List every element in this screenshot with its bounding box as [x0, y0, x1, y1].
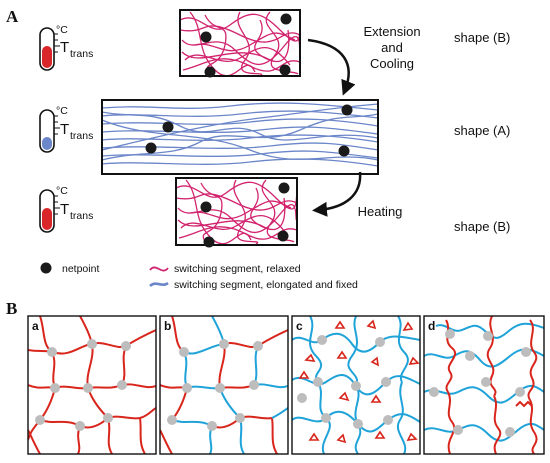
subpanel-a-label: a — [32, 319, 39, 333]
legend: netpoint switching segment, relaxed swit… — [40, 262, 358, 291]
shape-a-label: shape (A) — [454, 123, 510, 138]
panel-b-letter: B — [6, 299, 17, 318]
legend-netpoint-label: netpoint — [62, 263, 99, 275]
step-and-label: and — [381, 40, 403, 55]
step-extension-label: Extension — [363, 24, 420, 39]
unit-label: °C — [56, 24, 68, 36]
unit-label: °C — [56, 185, 68, 197]
arrow-extension-cooling — [307, 38, 356, 96]
step-cooling-label: Cooling — [370, 56, 414, 71]
subpanel-d: d — [423, 315, 545, 455]
legend-netpoint-marker — [40, 262, 52, 274]
step-heating-label: Heating — [358, 204, 403, 219]
panel-a-letter: A — [6, 7, 19, 26]
arrow-heating — [312, 171, 362, 217]
subpanel-c: c — [291, 315, 421, 455]
unit-label: °C — [56, 105, 68, 117]
subpanel-a: a — [27, 315, 157, 455]
legend-relaxed-label: switching segment, relaxed — [174, 263, 301, 275]
subpanel-b-label: b — [164, 319, 171, 333]
thermometer-hot-top: °C T trans — [39, 24, 93, 71]
legend-relaxed-swatch — [149, 266, 169, 272]
network-box-middle — [101, 99, 379, 175]
subpanel-c-label: c — [296, 319, 303, 333]
thermometer-hot-bottom: °C T trans — [39, 185, 93, 233]
network-box-bottom — [175, 177, 298, 248]
ttrans-label: T — [60, 201, 69, 218]
shape-b-bottom-label: shape (B) — [454, 219, 510, 234]
network-box-top — [179, 9, 301, 78]
ttrans-sub: trans — [70, 130, 93, 142]
shape-b-top-label: shape (B) — [454, 30, 510, 45]
ttrans-sub: trans — [70, 48, 93, 60]
ttrans-sub: trans — [70, 210, 93, 222]
subpanel-b: b — [159, 315, 289, 455]
thermometer-cold-mid: °C T trans — [39, 105, 93, 153]
legend-elongated-label: switching segment, elongated and fixed — [174, 279, 358, 291]
legend-elongated-swatch — [149, 281, 169, 288]
ttrans-label: T — [60, 121, 69, 138]
subpanel-d-label: d — [428, 319, 435, 333]
ttrans-label: T — [60, 39, 69, 56]
